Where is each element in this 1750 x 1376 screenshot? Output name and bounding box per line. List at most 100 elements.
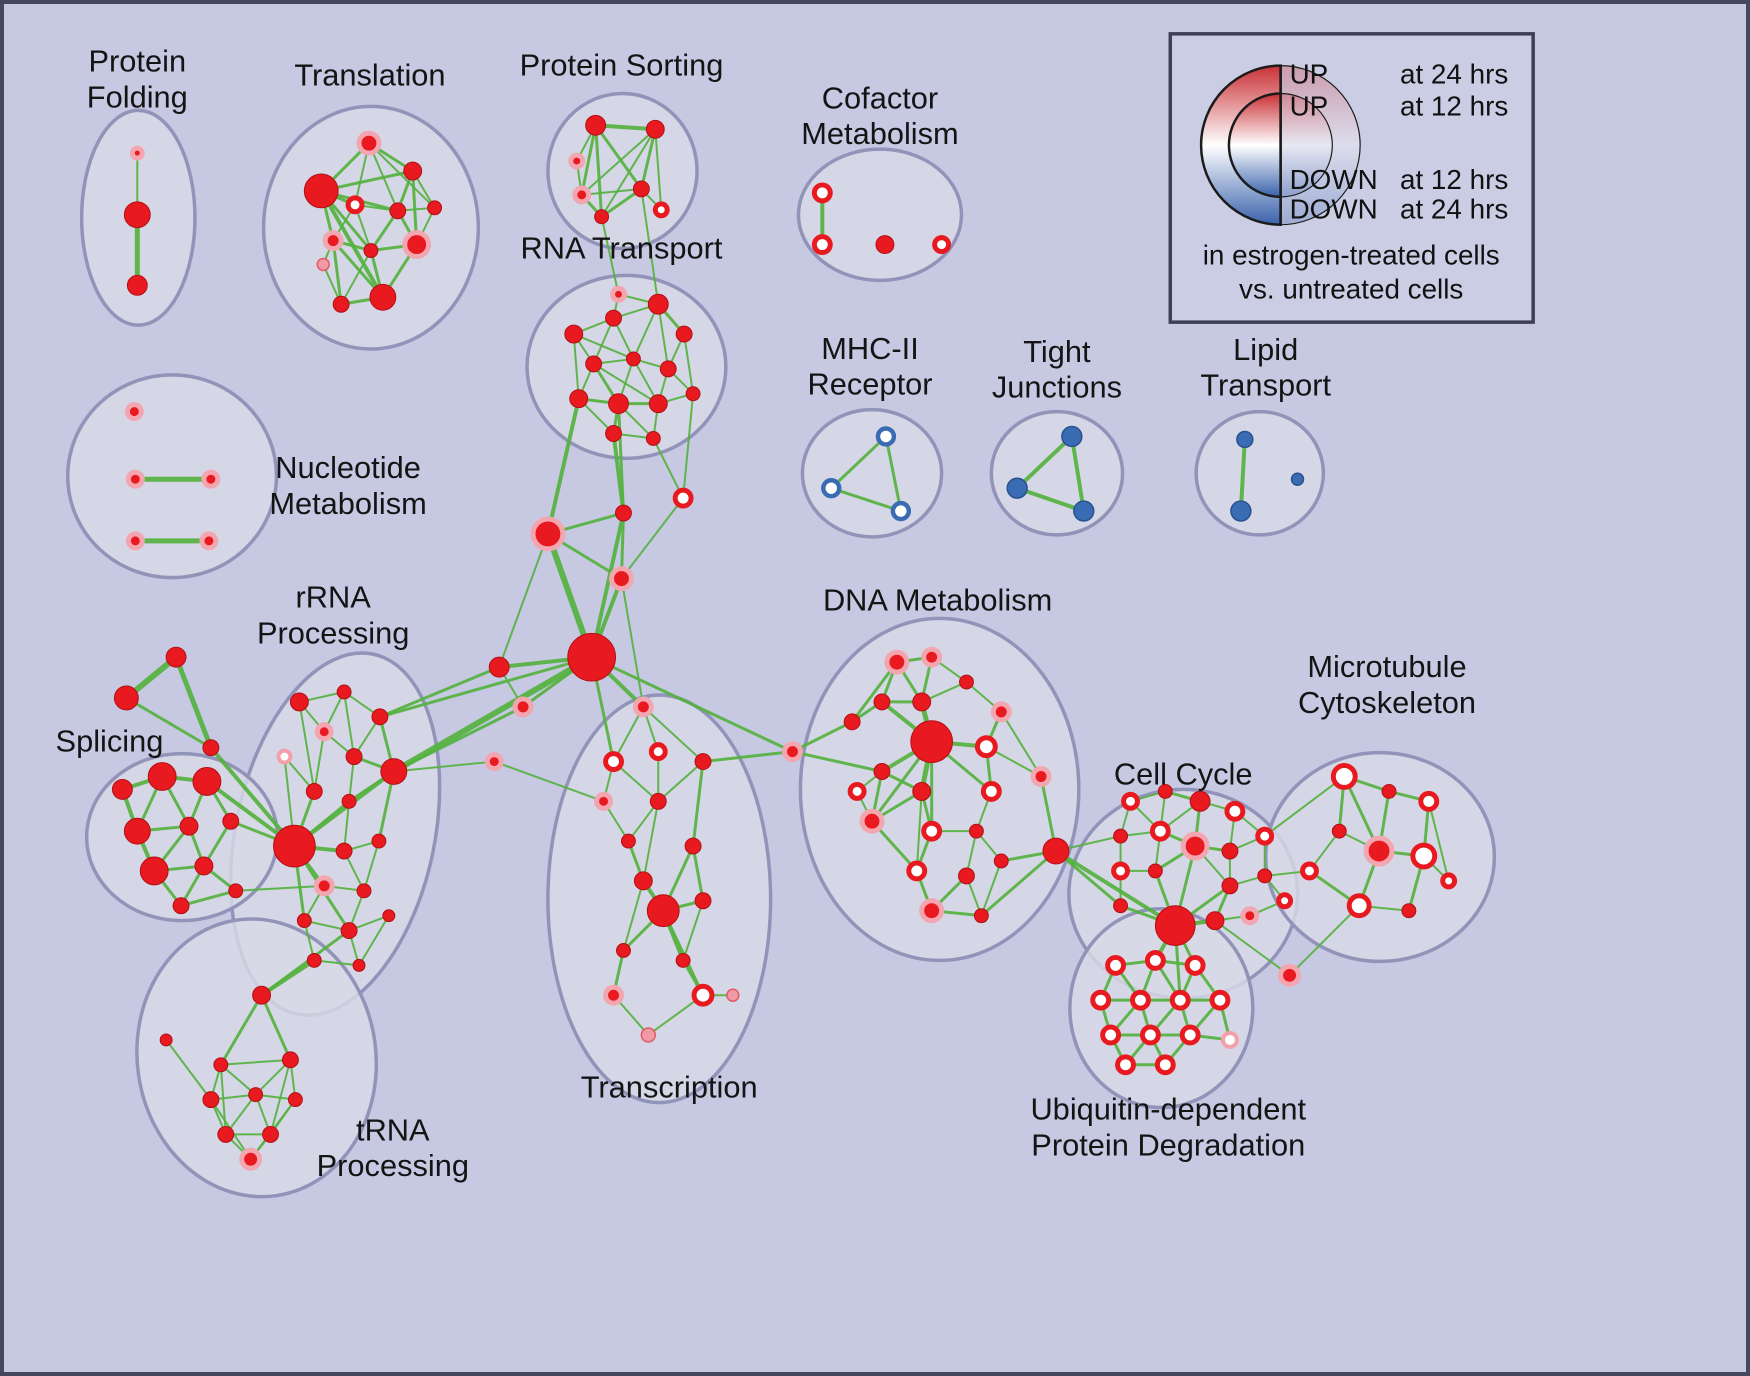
edge-tj1-tj3 — [1069, 434, 1086, 514]
node-e8 — [1221, 842, 1239, 860]
node-r14 — [356, 883, 372, 899]
node-nm3 — [201, 469, 221, 489]
node-h3 — [615, 504, 632, 522]
node-r13 — [313, 875, 335, 897]
edge-mh1-mh3 — [884, 434, 903, 513]
node-h8 — [484, 752, 504, 772]
node-n9 — [608, 393, 629, 415]
edge-c9-c12 — [622, 879, 645, 952]
node-n4 — [675, 325, 693, 343]
node-m7 — [1300, 861, 1319, 881]
cluster-label-rna-transport: RNA Transport — [520, 231, 722, 266]
edge-n12-h3 — [611, 431, 626, 516]
node-v3 — [1184, 954, 1206, 976]
cluster-label-transcription: Transcription — [581, 1070, 758, 1105]
node-p1 — [111, 778, 133, 800]
node-e2 — [1157, 783, 1173, 799]
node-p5 — [179, 816, 199, 836]
node-d21 — [973, 908, 989, 924]
node-p6 — [222, 812, 240, 830]
node-e10 — [1111, 861, 1131, 881]
node-c17 — [726, 988, 740, 1002]
node-c6 — [649, 792, 667, 810]
edge-n1-n6 — [572, 333, 635, 360]
node-r1 — [289, 692, 309, 712]
edge-r17-r19 — [358, 914, 390, 967]
node-v10 — [1179, 1024, 1201, 1046]
node-p4 — [123, 817, 151, 845]
edge-o6-n14 — [600, 215, 620, 296]
node-e5 — [1113, 828, 1129, 844]
edge-u2-u5 — [165, 1038, 212, 1101]
node-u3 — [213, 1057, 229, 1073]
node-r12 — [371, 833, 387, 849]
edge-o1-o5 — [594, 123, 643, 191]
node-u4 — [281, 1051, 299, 1069]
node-o3 — [568, 152, 586, 170]
legend-row-1-time: at 12 hrs — [1400, 90, 1508, 121]
edge-x2-x3 — [124, 696, 213, 750]
edge-mh2-mh3 — [829, 486, 903, 513]
node-v2 — [1144, 949, 1166, 971]
node-d5 — [873, 693, 891, 711]
node-cm2 — [811, 234, 833, 256]
node-n10 — [648, 394, 668, 414]
node-c7 — [620, 833, 636, 849]
node-d1 — [843, 713, 861, 731]
node-d0 — [782, 741, 803, 763]
node-c10 — [646, 894, 680, 928]
node-r8 — [305, 782, 323, 800]
node-n11 — [685, 386, 701, 402]
node-t11 — [332, 295, 350, 313]
node-n3 — [647, 293, 669, 315]
node-cm1 — [811, 182, 833, 204]
edge-n3-n7 — [657, 303, 670, 370]
node-mh1 — [875, 426, 897, 447]
node-c12 — [616, 943, 631, 958]
legend-row-0-time: at 24 hrs — [1400, 59, 1508, 90]
edge-o1-o6 — [594, 123, 604, 219]
legend-row-1-label: UP — [1290, 90, 1329, 121]
edge-lt1-lt2 — [1238, 437, 1247, 514]
node-tj3 — [1073, 500, 1095, 522]
node-d6 — [912, 692, 932, 712]
legend-caption-line2: vs. untreated cells — [1239, 273, 1463, 304]
node-e15 — [1205, 911, 1225, 931]
node-v12 — [1154, 1054, 1176, 1076]
cluster-label-protein-sorting: Protein Sorting — [520, 48, 724, 83]
node-m6 — [1410, 842, 1438, 870]
node-c14 — [691, 983, 715, 1007]
node-u1 — [252, 985, 272, 1005]
node-h6 — [488, 656, 510, 678]
node-t10 — [369, 283, 397, 311]
node-n13 — [645, 431, 661, 446]
cluster-label-dna-metabolism: DNA Metabolism — [823, 582, 1052, 617]
node-d19 — [993, 853, 1009, 869]
node-pf1 — [129, 145, 145, 161]
edge-n11-h5 — [682, 392, 695, 500]
node-e13 — [1257, 868, 1273, 884]
edge-d12-d17 — [915, 790, 923, 872]
node-t9 — [316, 257, 330, 272]
node-u10 — [239, 1147, 263, 1171]
node-v1 — [1105, 954, 1127, 976]
node-u8 — [217, 1125, 235, 1143]
edge-u1-u4 — [260, 993, 292, 1062]
legend-row-2-label: DOWN — [1290, 164, 1378, 195]
node-d15 — [921, 820, 943, 842]
node-d9 — [974, 735, 998, 759]
node-t3 — [403, 161, 423, 181]
edge-h3-h1 — [589, 511, 626, 660]
node-m4 — [1331, 823, 1347, 839]
legend-circle-12h-right-icon — [1280, 92, 1333, 198]
edge-m3-m10 — [1427, 800, 1450, 882]
edge-u3-u4 — [219, 1058, 292, 1066]
legend-row-3-label: DOWN — [1290, 194, 1378, 225]
node-p2 — [147, 762, 177, 791]
node-r10 — [273, 824, 316, 868]
node-r6 — [345, 748, 363, 766]
edge-t7-t11 — [340, 249, 372, 306]
